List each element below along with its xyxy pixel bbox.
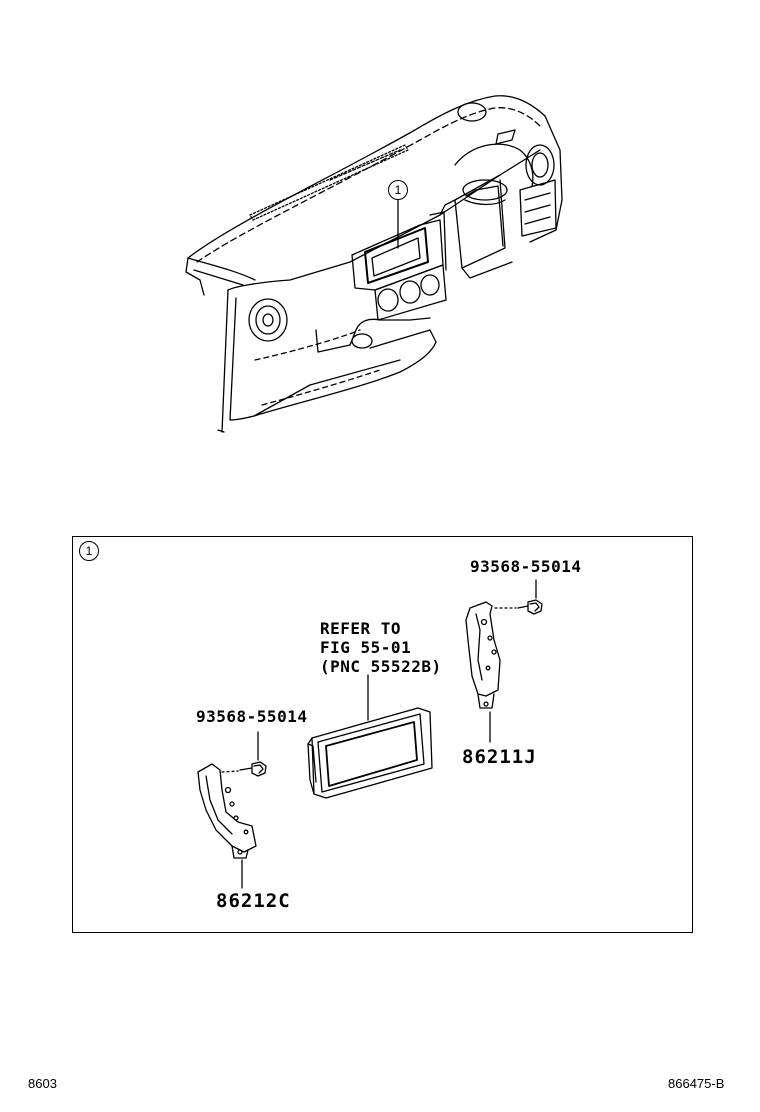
audio-bezel-icon: [307, 707, 433, 799]
bolt-left-icon: [239, 761, 267, 777]
bracket-right-icon: [465, 601, 501, 709]
bolt-left-part-number: 93568-55014: [196, 707, 308, 726]
detail-panel: [72, 536, 693, 933]
dashboard-illustration: [185, 95, 563, 433]
refer-line-1: REFER TO: [320, 619, 402, 638]
top-callout-1: 1: [388, 180, 408, 200]
footer-left-code: 8603: [28, 1076, 57, 1091]
refer-line-3: (PNC 55522B): [320, 657, 442, 676]
bracket-left-icon: [197, 763, 257, 859]
bracket-right-part-number: 86211J: [462, 746, 537, 768]
refer-line-2: FIG 55-01: [320, 638, 412, 657]
bracket-left-part-number: 86212C: [216, 890, 291, 912]
bolt-right-icon: [517, 599, 543, 615]
detail-callout-1: 1: [79, 541, 99, 561]
bolt-right-part-number: 93568-55014: [470, 557, 582, 576]
footer-right-code: 866475-B: [668, 1076, 725, 1091]
